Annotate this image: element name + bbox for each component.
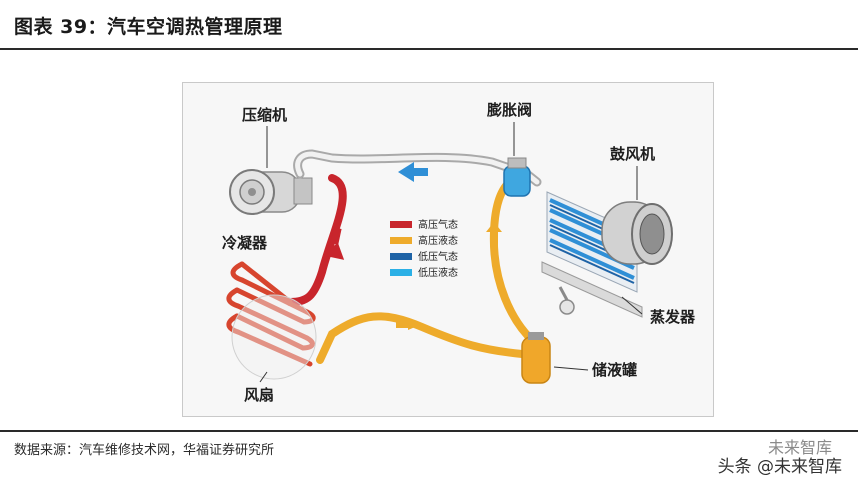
legend-swatch-low-gas (390, 253, 412, 260)
blower-unit (601, 201, 673, 265)
source-note: 数据来源：汽车维修技术网，华福证券研究所 (14, 443, 275, 458)
fan-circle (231, 294, 317, 380)
legend-label-low-liquid: 低压液态 (418, 266, 458, 279)
title-rule (0, 48, 858, 50)
legend-swatch-high-liquid (390, 237, 412, 244)
legend-swatch-low-liquid (390, 269, 412, 276)
label-evaporator: 蒸发器 (650, 308, 696, 326)
figure-title: 图表 39：汽车空调热管理原理 (14, 16, 283, 38)
label-compressor: 压缩机 (242, 106, 287, 124)
label-expansion-valve: 膨胀阀 (487, 101, 532, 119)
flow-arrow-top (398, 162, 428, 182)
legend-label-high-liquid: 高压液态 (418, 234, 458, 247)
compressor-unit (229, 169, 313, 215)
label-fan: 风扇 (244, 386, 274, 404)
pipe-high-pressure-gas (286, 174, 347, 306)
legend-label-low-gas: 低压气态 (418, 250, 458, 263)
pipe-high-pressure-liquid (316, 312, 526, 364)
watermark: 头条 @未来智库 (717, 457, 842, 477)
expansion-valve (503, 157, 531, 197)
legend: 高压气态 高压液态 低压气态 低压液态 (390, 218, 458, 279)
receiver-drier (521, 332, 551, 384)
watermark-faded: 未来智库 (767, 438, 832, 457)
ac-diagram: 高压气态 高压液态 低压气态 低压液态 压缩机 膨胀阀 鼓风机 冷凝器 蒸发器 … (222, 101, 696, 404)
legend-label-high-gas: 高压气态 (418, 218, 458, 231)
label-blower: 鼓风机 (610, 145, 655, 163)
legend-swatch-high-gas (390, 221, 412, 228)
label-condenser: 冷凝器 (222, 234, 268, 252)
evaporator-fitting (558, 286, 575, 315)
source-rule (0, 430, 858, 432)
flow-arrow-yellow-right (396, 318, 422, 330)
flow-arrow-yellow-up (486, 222, 502, 246)
flow-arrow-red (324, 227, 345, 260)
label-receiver-drier: 储液罐 (592, 361, 637, 379)
